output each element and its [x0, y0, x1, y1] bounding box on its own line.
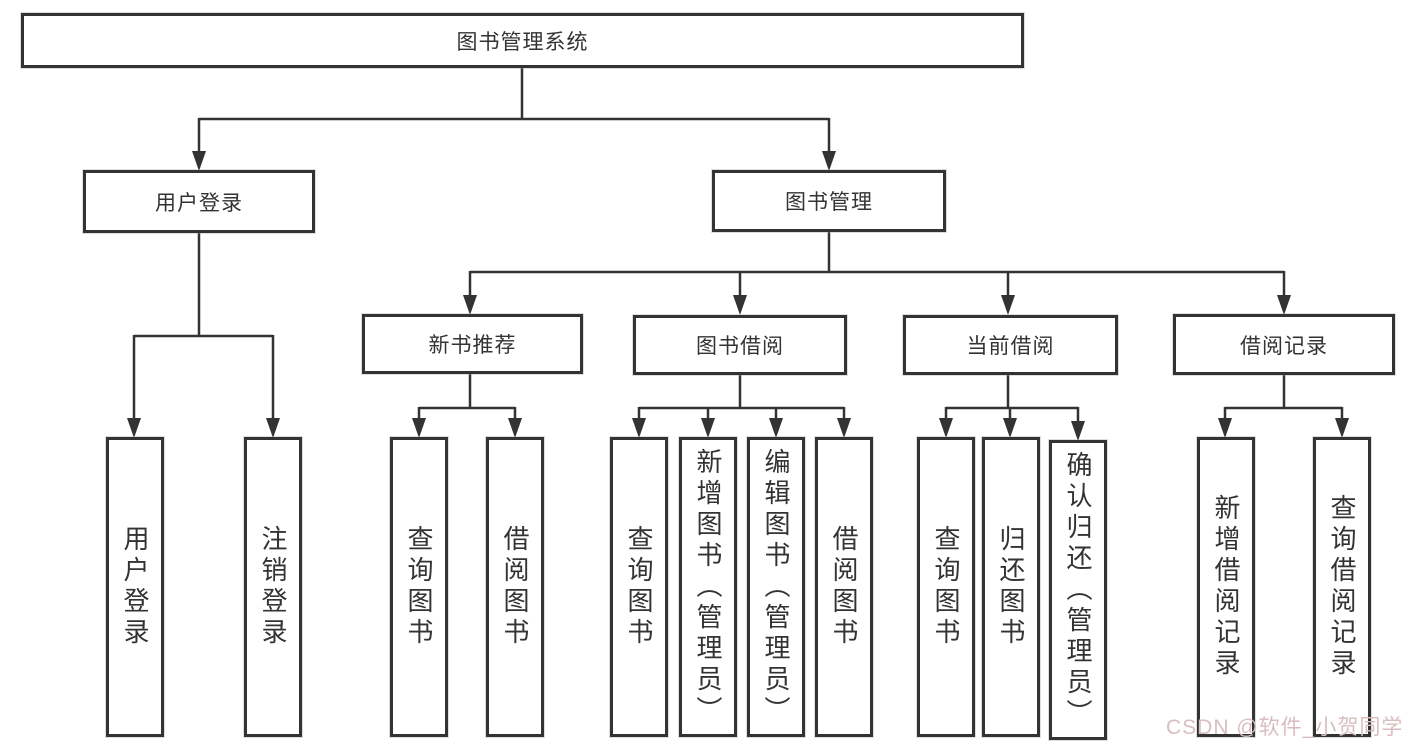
edges-user-login-to-leaves	[127, 231, 280, 438]
edges-current-borrow-to-leaves	[939, 373, 1085, 441]
leaf-query-book-3-label: 查询图书	[931, 525, 961, 649]
leaf-return-book: 归还图书	[982, 437, 1040, 737]
node-borrow-records-label: 借阅记录	[1240, 334, 1328, 358]
node-root-label: 图书管理系统	[456, 30, 589, 54]
leaf-logout: 注销登录	[244, 437, 302, 737]
leaf-query-borrow-record-label: 查询借阅记录	[1327, 494, 1357, 680]
leaf-return-book-label: 归还图书	[996, 525, 1026, 649]
leaf-query-borrow-record: 查询借阅记录	[1313, 437, 1371, 737]
leaf-query-book-3: 查询图书	[917, 437, 975, 737]
node-current-borrow: 当前借阅	[903, 315, 1118, 375]
edges-book-borrow-to-leaves	[632, 373, 851, 438]
node-book-borrow-label: 图书借阅	[696, 335, 784, 358]
node-new-book-recommend: 新书推荐	[362, 314, 583, 374]
leaf-query-book-1-label: 查询图书	[404, 525, 434, 649]
edges-borrow-records-to-leaves	[1218, 373, 1349, 438]
node-borrow-records: 借阅记录	[1173, 314, 1395, 375]
node-current-borrow-label: 当前借阅	[966, 335, 1055, 358]
leaf-borrow-book-2-label: 借阅图书	[829, 525, 859, 649]
leaf-add-book-admin: 新增图书（管理员）	[679, 437, 737, 737]
leaf-edit-book-admin: 编辑图书（管理员）	[747, 437, 805, 737]
leaf-query-book-2-label: 查询图书	[624, 525, 654, 649]
leaf-user-login: 用户登录	[106, 437, 164, 737]
leaf-add-book-admin-label: 新增图书（管理员）	[693, 447, 723, 727]
leaf-edit-book-admin-label: 编辑图书（管理员）	[761, 447, 791, 727]
node-book-borrow: 图书借阅	[633, 315, 847, 375]
leaf-borrow-book-2: 借阅图书	[815, 437, 873, 737]
leaf-add-borrow-record-label: 新增借阅记录	[1211, 494, 1241, 680]
leaf-user-login-label: 用户登录	[120, 525, 150, 649]
node-user-login-module-label: 用户登录	[155, 191, 243, 215]
node-book-management-label: 图书管理	[785, 191, 873, 214]
leaf-borrow-book-1-label: 借阅图书	[500, 525, 530, 649]
leaf-query-book-2: 查询图书	[610, 437, 668, 737]
node-book-management: 图书管理	[712, 170, 946, 232]
edges-book-mgmt-to-level3	[463, 230, 1291, 315]
node-new-book-recommend-label: 新书推荐	[428, 334, 517, 357]
csdn-watermark: CSDN @软件_小贺同学	[1166, 716, 1404, 739]
edges-root-to-level2	[192, 66, 836, 171]
leaf-query-book-1: 查询图书	[390, 437, 448, 737]
node-root: 图书管理系统	[21, 13, 1024, 68]
leaf-logout-label: 注销登录	[258, 525, 288, 649]
leaf-confirm-return-admin: 确认归还（管理员）	[1049, 440, 1107, 740]
edges-new-book-to-leaves	[412, 372, 522, 438]
leaf-borrow-book-1: 借阅图书	[486, 437, 544, 737]
leaf-confirm-return-admin-label: 确认归还（管理员）	[1063, 450, 1093, 730]
node-user-login-module: 用户登录	[83, 170, 315, 233]
leaf-add-borrow-record: 新增借阅记录	[1197, 437, 1255, 737]
